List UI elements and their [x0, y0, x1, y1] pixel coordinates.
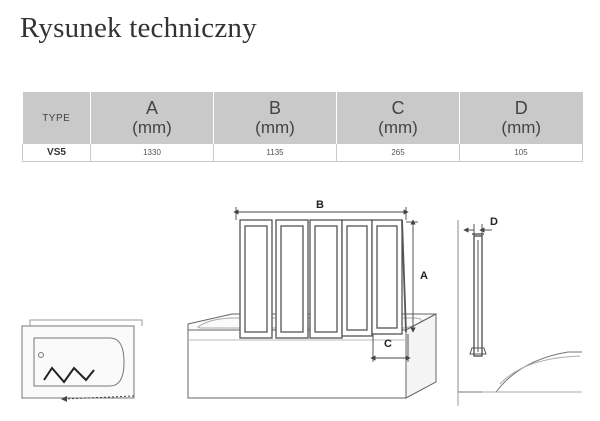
- dimension-c: [370, 334, 411, 362]
- shower-screen: [239, 219, 407, 339]
- header-b-label: B: [268, 98, 281, 118]
- cell-type: VS5: [22, 144, 91, 162]
- spec-table-header-row: TYPE A (mm) B (mm) C (mm) D (mm): [22, 92, 583, 144]
- header-b-unit: (mm): [255, 118, 295, 137]
- dimension-b: [233, 207, 409, 220]
- dimension-c-label: C: [384, 338, 392, 350]
- cell-c: 265: [336, 144, 460, 162]
- header-type-label: TYPE: [42, 112, 71, 124]
- header-c-label: C: [391, 98, 405, 118]
- dimension-d-label: D: [490, 216, 498, 228]
- spec-table: TYPE A (mm) B (mm) C (mm) D (mm) VS5 133…: [22, 92, 583, 162]
- header-type: TYPE: [22, 92, 91, 144]
- header-d: D (mm): [459, 92, 583, 144]
- header-d-label: D: [514, 98, 528, 118]
- side-view: [457, 220, 582, 406]
- dimension-a-label: A: [420, 270, 428, 282]
- cell-a: 1330: [90, 144, 214, 162]
- cell-b: 1135: [213, 144, 337, 162]
- header-c-unit: (mm): [378, 118, 418, 137]
- table-row: VS5 1330 1135 265 105: [22, 144, 583, 162]
- cell-d: 105: [459, 144, 583, 162]
- dimension-d: [463, 224, 492, 236]
- dimension-b-label: B: [316, 199, 324, 211]
- dimension-a: [406, 219, 418, 333]
- header-a: A (mm): [90, 92, 214, 144]
- header-b: B (mm): [213, 92, 337, 144]
- header-d-unit: (mm): [501, 118, 542, 137]
- header-a-unit: (mm): [132, 118, 172, 137]
- page-title: Rysunek techniczny: [20, 12, 257, 44]
- header-c: C (mm): [336, 92, 460, 144]
- tub-top-view: [21, 319, 143, 402]
- header-a-label: A: [145, 98, 158, 118]
